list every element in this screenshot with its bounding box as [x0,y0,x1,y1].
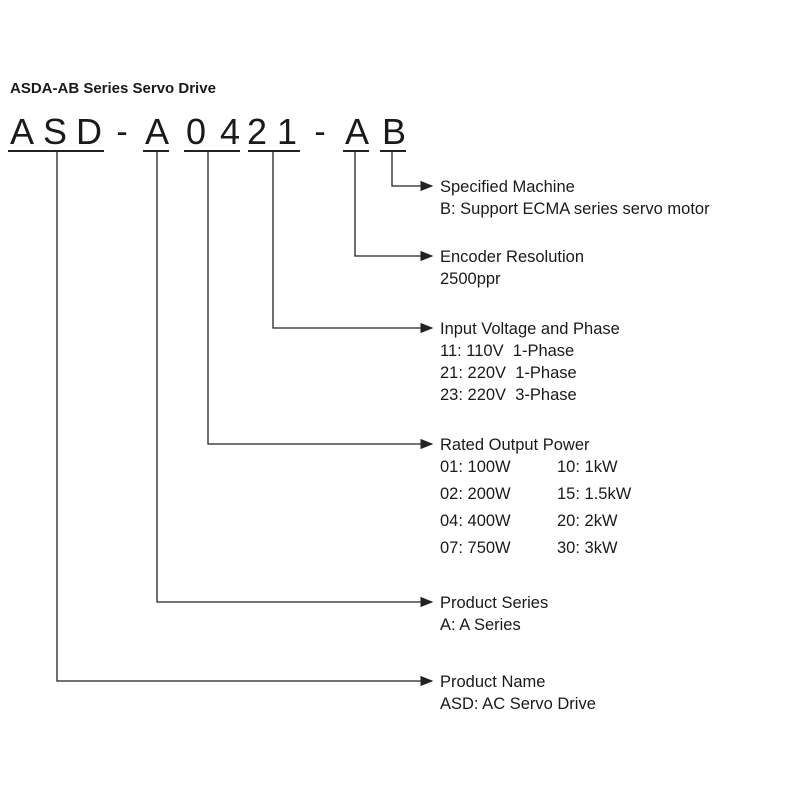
power-option: 04: 400W [440,512,511,530]
code-char-2: 2 [246,111,268,152]
code-char-a1: A [9,111,34,152]
field-heading: Encoder Resolution [440,248,585,266]
code-char-a3: A [344,111,369,152]
underline-machine [380,150,406,152]
field-product-name: Product Name ASD: AC Servo Drive [440,671,596,715]
field-heading: Specified Machine [440,178,575,196]
underline-encoder [343,150,369,152]
field-heading: Product Series [440,594,549,612]
connector-rated-output-power [207,152,434,450]
code-char-s: S [42,111,67,152]
diagram-title: ASDA-AB Series Servo Drive [10,80,216,97]
power-options-table: 01: 100W 10: 1kW 02: 200W 15: 1.5kW 04: … [440,456,631,559]
field-option: ASD: AC Servo Drive [440,695,596,713]
power-option: 20: 2kW [557,512,618,530]
code-char-b: B [381,111,406,152]
underline-output-power [184,150,240,152]
power-option: 30: 3kW [557,539,618,557]
field-heading: Input Voltage and Phase [440,320,620,338]
field-product-series: Product Series A: A Series [440,592,548,636]
connector-input-voltage [272,152,434,334]
underline-product-series [143,150,169,152]
field-input-voltage: Input Voltage and Phase 11: 110V 1-Phase… [440,318,620,406]
connector-encoder-resolution [354,152,434,262]
power-option: 15: 1.5kW [557,485,632,503]
code-dash-2: - [314,113,326,151]
field-encoder-resolution: Encoder Resolution 2500ppr [440,246,584,290]
underline-product-name [8,150,104,152]
field-option: B: Support ECMA series servo motor [440,200,710,218]
field-option: 2500ppr [440,270,501,288]
connector-product-series [156,152,434,608]
power-option: 07: 750W [440,539,511,557]
code-char-4: 4 [219,111,241,152]
power-option: 02: 200W [440,485,511,503]
code-char-0: 0 [185,111,207,152]
field-option: A: A Series [440,616,521,634]
code-char-1: 1 [276,111,298,152]
field-heading: Rated Output Power [440,436,590,454]
field-option: 23: 220V 3-Phase [440,386,577,404]
code-dash-1: - [116,113,128,151]
connector-product-name [56,152,434,687]
power-option: 01: 100W [440,458,511,476]
code-char-a2: A [144,111,169,152]
power-option: 10: 1kW [557,458,618,476]
code-char-d: D [76,111,102,152]
field-option: 11: 110V 1-Phase [440,342,575,360]
underline-input-voltage [248,150,300,152]
field-specified-machine: Specified Machine B: Support ECMA series… [440,176,710,220]
connector-specified-machine [391,152,434,192]
field-rated-output-power: Rated Output Power 01: 100W 10: 1kW 02: … [440,434,631,559]
field-option: 21: 220V 1-Phase [440,364,577,382]
field-heading: Product Name [440,673,546,691]
